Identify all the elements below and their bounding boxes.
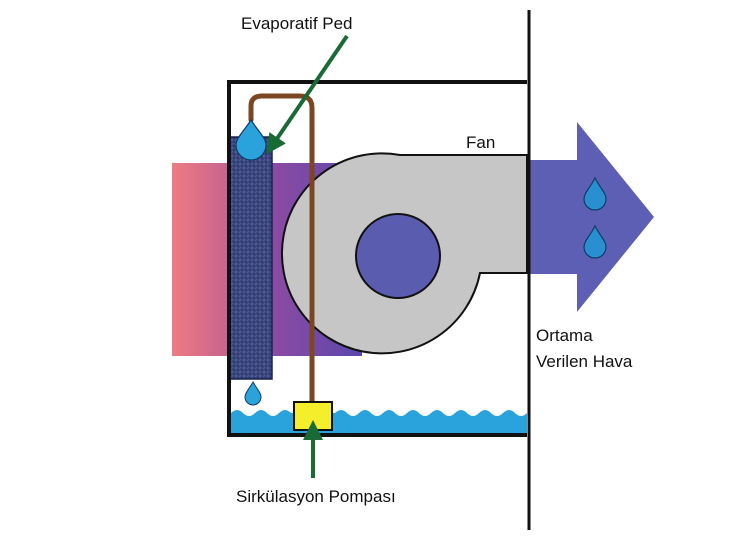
- water-drop-icon: [235, 118, 267, 161]
- water-reservoir: [231, 410, 527, 433]
- supply-air-label-line2: Verilen Hava: [536, 352, 633, 371]
- fan-hub: [355, 213, 441, 299]
- circulation-pump-label: Sirkülasyon Pompası: [236, 487, 396, 506]
- circulation-pipe: [248, 93, 315, 406]
- outgoing-air-arrow: [530, 122, 654, 312]
- fan-label: Fan: [466, 133, 495, 152]
- circulation-pump: [293, 401, 333, 431]
- supply-air-label-line1: Ortama: [536, 326, 593, 345]
- evaporative-pad-label: Evaporatif Ped: [241, 14, 353, 33]
- evaporative-pad: [228, 136, 273, 380]
- water-drop-icon: [583, 176, 607, 211]
- green-pointer-arrow-icon: [266, 34, 349, 155]
- water-drop-icon: [244, 380, 262, 406]
- cabinet-outline: [227, 80, 527, 437]
- water-drop-icon: [583, 224, 607, 259]
